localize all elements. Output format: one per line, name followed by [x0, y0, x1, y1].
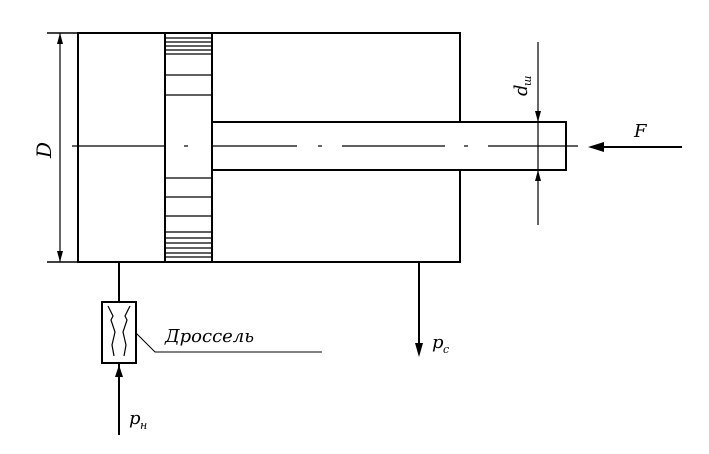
- supply-arrow: [115, 365, 123, 377]
- drain-arrow: [415, 343, 423, 357]
- diameter-dimension: [47, 32, 78, 263]
- force-label: F: [633, 121, 648, 142]
- drain-pressure-base: p: [432, 332, 444, 353]
- force-arrow: [588, 142, 682, 152]
- drain-pressure-label: p c: [432, 332, 449, 356]
- rod-diameter-label-group: d ш: [511, 76, 534, 96]
- piston-seal-top: [165, 37, 212, 96]
- supply-pressure-sub: н: [140, 419, 147, 432]
- rod-diameter-sub: ш: [521, 76, 534, 86]
- rod-diameter-dimension: [535, 42, 541, 225]
- piston-seal-bottom: [165, 177, 212, 258]
- throttle-symbol: [107, 305, 131, 357]
- diameter-label: D: [32, 142, 56, 159]
- rod-diameter-base: d: [511, 84, 532, 96]
- drain-pressure-sub: c: [443, 343, 449, 356]
- piston: [164, 32, 213, 263]
- cylinder-body: [77, 32, 461, 263]
- throttle-leader: [135, 332, 322, 353]
- throttle-label: Дроссель: [164, 326, 254, 347]
- rod-diameter-label: d: [511, 84, 532, 96]
- supply-pressure-label: p н: [129, 408, 147, 432]
- throttle-box: [101, 301, 137, 364]
- supply-pressure-base: p: [129, 408, 141, 429]
